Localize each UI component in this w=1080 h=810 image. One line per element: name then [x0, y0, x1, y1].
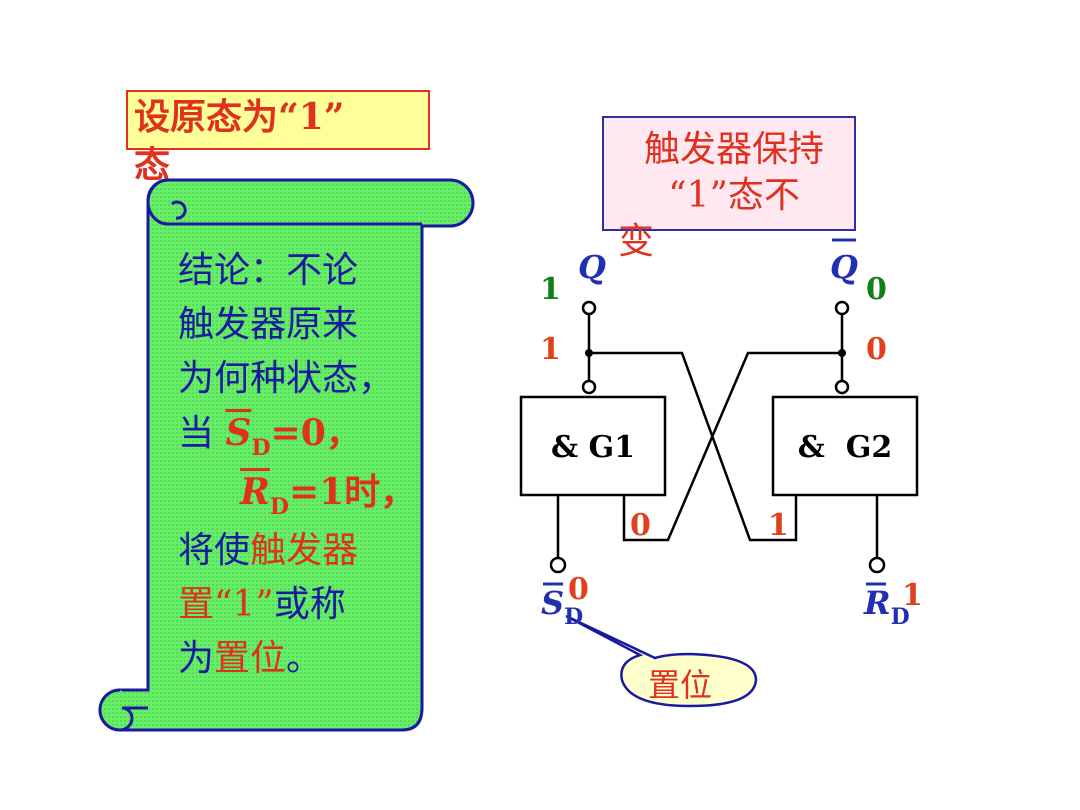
g2-feedback-value: 1 [768, 508, 789, 543]
conclusion-line3: 为何种状态， [178, 358, 395, 399]
gate-g1-label: & G1 [550, 430, 636, 465]
note-hold-line3: 变 [618, 221, 655, 262]
sd-bar-letter: S [225, 412, 252, 454]
conclusion-line2: 触发器原来 [178, 304, 359, 345]
sd-input-label: SD [541, 584, 583, 630]
g1-feedback-value: 0 [630, 508, 651, 543]
rd-letter: R [864, 584, 891, 622]
conclusion-will: 将使 [178, 530, 251, 571]
rd-input-label: RD [864, 584, 910, 630]
rd-subscript: D [269, 494, 289, 520]
conclusion-period: 。 [286, 638, 323, 679]
conclusion-line1: 结论：不论 [178, 250, 359, 291]
note-hold-line1: 触发器保持 [643, 129, 824, 170]
rd-input-value: 1 [902, 578, 923, 613]
qbar-value-top: 0 [866, 272, 887, 307]
note-box-original-state [126, 90, 430, 150]
conclusion-line7: 置“1”或称 [178, 578, 438, 632]
sd-equals: =0， [270, 412, 362, 454]
rd-equals: =1时， [289, 471, 417, 513]
note-original-state: 设原态为“1” 态 [134, 96, 345, 186]
conclusion-text: 结论：不论 触发器原来 为何种状态， 当 SD=0， RD=1时， 将使触发器 … [178, 244, 438, 686]
g1-output-bubble [581, 379, 597, 395]
conclusion-line8: 为置位。 [178, 632, 438, 686]
q-junction-dot [585, 349, 593, 357]
sd-input-value: 0 [568, 572, 589, 607]
conclusion-or-called: 或称 [273, 584, 346, 625]
rd-sub-label: D [890, 604, 910, 630]
conclusion-set-one: 置“1” [178, 584, 274, 625]
q-value-wire: 1 [540, 332, 561, 367]
q-output-label: Q [578, 248, 606, 286]
sd-sub-label: D [564, 604, 584, 630]
rd-bar-letter: R [240, 471, 270, 513]
qbar-junction-dot [838, 349, 846, 357]
gate-g2-box [771, 395, 919, 497]
gate-g1-box [519, 395, 667, 497]
g2-output-bubble [834, 379, 850, 395]
conclusion-line5: RD=1时， [178, 465, 438, 524]
callout-bubble [565, 614, 758, 708]
callout-set-text: 置位 [648, 666, 713, 704]
conclusion-as: 为 [178, 638, 215, 679]
conclusion-line6: 将使触发器 [178, 524, 438, 578]
gate-g2-label: & G2 [797, 430, 893, 465]
conclusion-when: 当 [178, 413, 226, 454]
note-box-hold-state [602, 116, 856, 231]
qbar-output-label: Q [830, 248, 858, 286]
note-hold-state: 触发器保持 “1”态不 变 [612, 127, 856, 265]
qbar-to-g1-wire [622, 351, 842, 542]
rd-terminal [868, 556, 886, 574]
q-to-g2-wire [589, 351, 798, 542]
qbar-value-wire: 0 [866, 332, 887, 367]
q-value-top: 1 [540, 272, 561, 307]
q-terminal [581, 300, 597, 316]
sd-letter: S [541, 584, 565, 622]
note-hold-line2: “1”态不 [668, 175, 800, 216]
conclusion-flipflop: 触发器 [250, 530, 359, 571]
qbar-terminal [834, 300, 850, 316]
conclusion-set: 置位 [214, 638, 287, 679]
conclusion-line4: 当 SD=0， [178, 406, 438, 465]
sd-subscript: D [251, 435, 271, 461]
sd-terminal [549, 556, 567, 574]
